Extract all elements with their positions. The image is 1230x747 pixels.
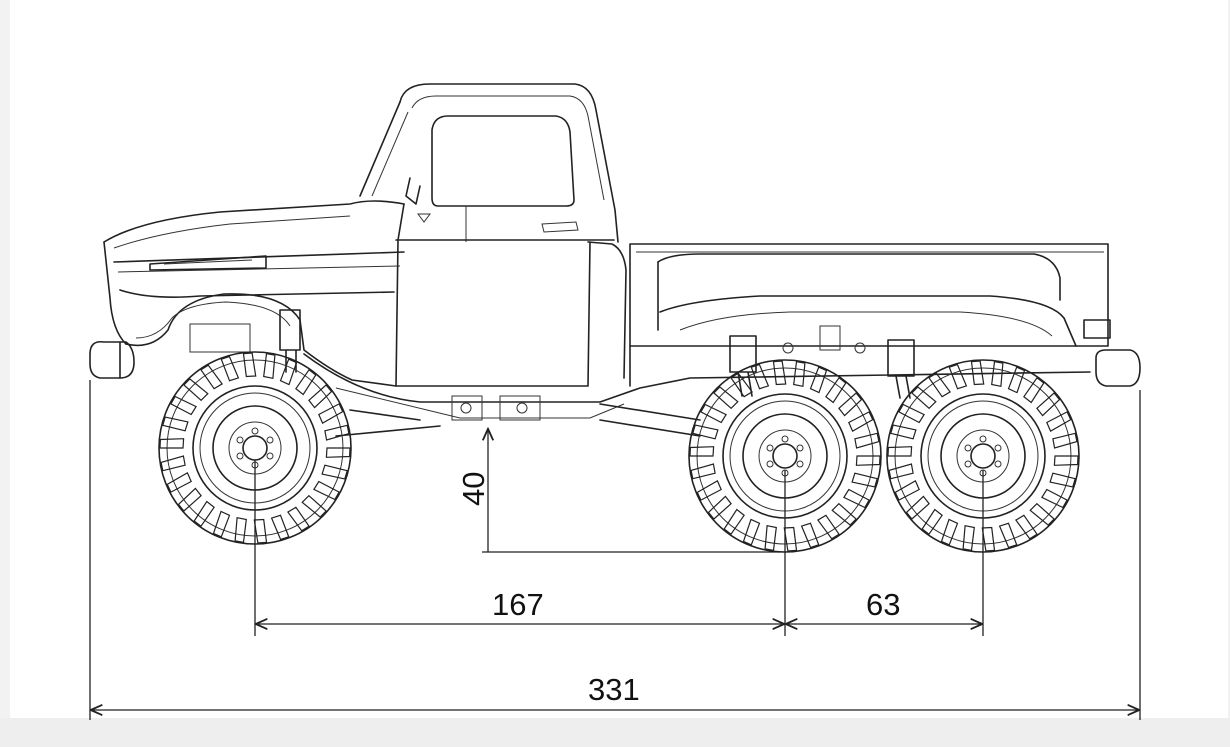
drawing-frame	[10, 0, 1228, 718]
ground-clearance-label: 40	[456, 472, 491, 506]
bottom-strip	[0, 718, 1230, 747]
overall-length-label: 331	[588, 672, 640, 707]
wheelbase-label: 167	[492, 587, 544, 622]
dimension-lines	[89, 380, 1141, 720]
rear-axle-spacing-label: 63	[866, 587, 900, 622]
truck-body	[89, 83, 1141, 437]
